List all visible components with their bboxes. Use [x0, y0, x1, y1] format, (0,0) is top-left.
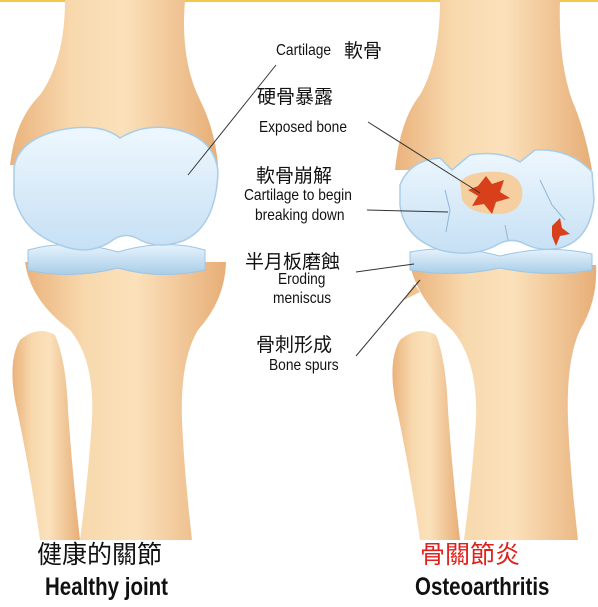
- label-meniscus-en-line2: meniscus: [273, 291, 331, 307]
- caption-healthy-en: Healthy joint: [45, 575, 168, 600]
- label-cartilage-break-zh: 軟骨崩解: [256, 167, 332, 186]
- label-cartilage-break-en-line1: Cartilage to begin: [244, 188, 352, 204]
- healthy-knee: [10, 0, 226, 540]
- label-cartilage-en: Cartilage: [276, 43, 331, 59]
- label-meniscus-en-line1: Eroding: [278, 272, 325, 288]
- oa-knee: [392, 0, 596, 540]
- healthy-fibula: [12, 331, 80, 540]
- label-cartilage-zh: 軟骨: [344, 42, 382, 61]
- caption-healthy-zh: 健康的關節: [37, 542, 162, 567]
- oa-fibula: [392, 331, 460, 540]
- healthy-cartilage: [14, 127, 218, 250]
- label-bone-spurs-zh: 骨刺形成: [256, 336, 332, 355]
- label-cartilage-break-en-line2: breaking down: [255, 208, 345, 224]
- label-meniscus-zh: 半月板磨蝕: [245, 253, 340, 272]
- label-exposed-bone-en: Exposed bone: [259, 120, 347, 136]
- caption-oa-zh: 骨關節炎: [420, 542, 520, 567]
- caption-oa-en: Osteoarthritis: [415, 575, 549, 600]
- label-bone-spurs-en: Bone spurs: [269, 358, 339, 374]
- label-exposed-bone-zh: 硬骨暴露: [257, 88, 333, 107]
